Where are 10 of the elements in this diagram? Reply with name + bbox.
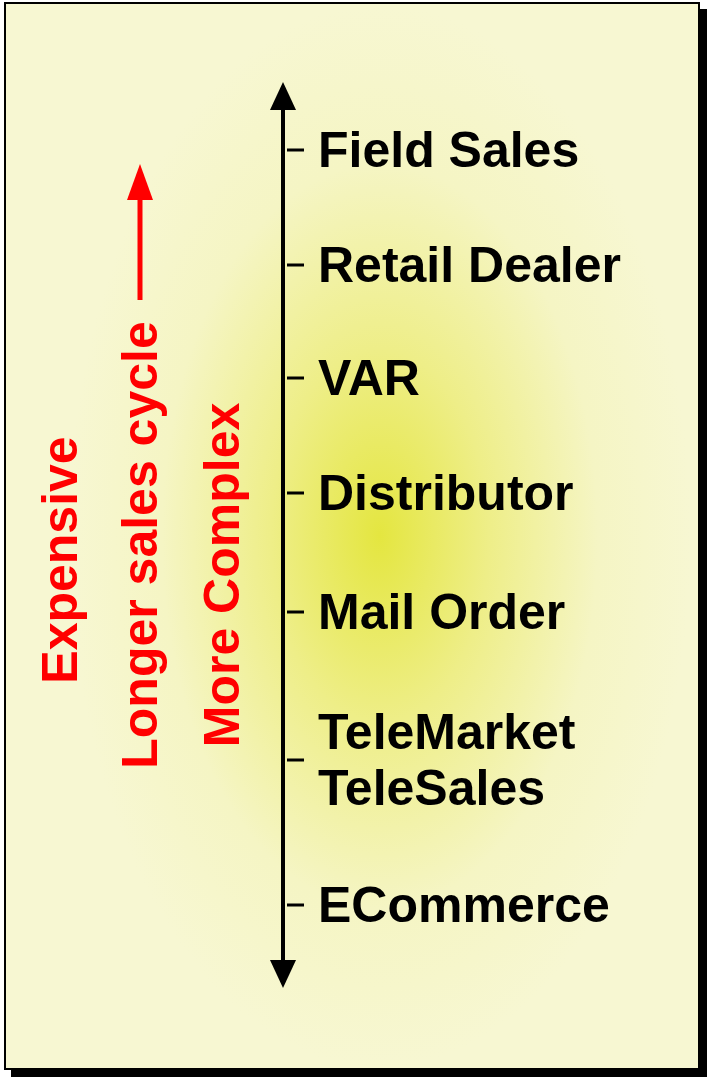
scale-label: VAR [318,350,420,406]
axis-caption: More Complex [194,402,250,748]
scale-label: Mail Order [318,584,566,640]
scale-label: Distributor [318,465,574,521]
scale-label: Retail Dealer [318,237,621,293]
scale-label: Field Sales [318,122,580,178]
scale-label: TeleMarket TeleSales [318,704,577,816]
axis-caption: Expensive [32,436,88,684]
scale-label: ECommerce [318,877,610,933]
axis-caption: Longer sales cycle [112,321,168,769]
